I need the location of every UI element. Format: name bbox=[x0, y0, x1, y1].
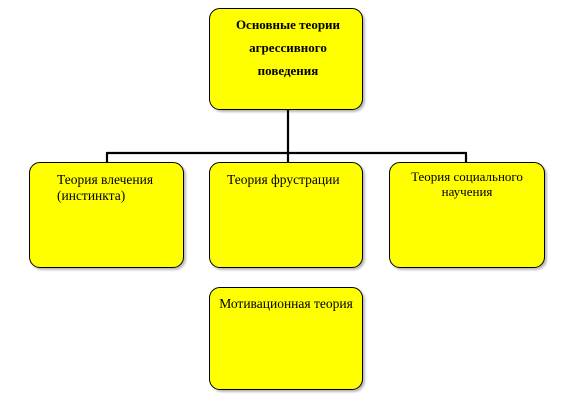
box-label-motivational-theory: Мотивационная теория bbox=[219, 296, 353, 311]
box-frustration-theory: Теория фрустрации bbox=[209, 162, 363, 268]
box-label-social-learning-theory: Теория социального научения bbox=[411, 169, 523, 199]
box-motivational-theory: Мотивационная теория bbox=[209, 287, 363, 390]
box-social-learning-theory: Теория социального научения bbox=[389, 162, 545, 268]
box-label-drive-theory: Теория влечения (инстинкта) bbox=[57, 172, 154, 203]
box-label-frustration-theory: Теория фрустрации bbox=[227, 172, 340, 187]
box-drive-theory: Теория влечения (инстинкта) bbox=[29, 162, 184, 268]
root-box-aggression-theories: Основные теории агрессивного поведения bbox=[209, 8, 363, 110]
root-title: Основные теории агрессивного поведения bbox=[235, 17, 341, 78]
